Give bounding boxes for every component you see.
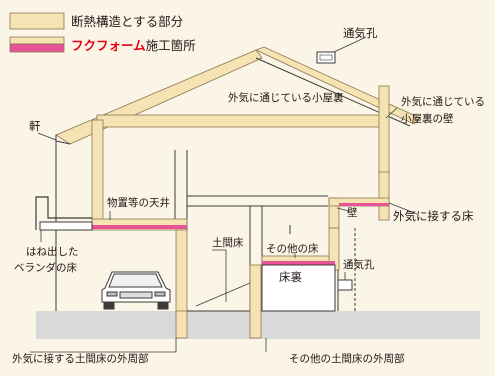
legend-brand-swatch-top xyxy=(9,36,65,45)
label-earth-perimeter-other: その他の土間床の外周部 xyxy=(289,352,405,365)
veranda xyxy=(35,196,93,231)
labels: 通気孔 軒 外気に通じている小屋裏 外気に通じている 小屋裏の壁 物置等の天井 … xyxy=(12,26,485,365)
legend-insulation-swatch xyxy=(9,12,65,30)
storage-ceiling-pink xyxy=(92,225,187,229)
right-upper-wall xyxy=(378,85,390,177)
right-lower-wall xyxy=(378,171,390,221)
label-attic-open: 外気に通じている小屋裏 xyxy=(228,91,344,104)
car-icon xyxy=(101,271,171,310)
eaves-trim xyxy=(55,135,71,145)
legend: 断熱構造とする部分 フクフォーム施工箇所 xyxy=(9,12,196,53)
legend-brand-suffix: 施工箇所 xyxy=(146,38,196,53)
leader-lines xyxy=(30,37,418,353)
label-veranda-line1: はね出した xyxy=(26,245,79,258)
legend-brand-label: フクフォーム施工箇所 xyxy=(71,38,196,53)
label-underfloor: 床裏 xyxy=(279,270,302,284)
label-earth-floor: 土間床 xyxy=(212,236,244,249)
label-wall: 壁 xyxy=(347,206,358,219)
legend-brand-swatch-pink xyxy=(9,43,65,53)
label-eaves: 軒 xyxy=(29,119,41,133)
label-vent-hole-top: 通気孔 xyxy=(343,26,378,40)
other-floor-pink xyxy=(262,261,335,265)
vent-small xyxy=(337,279,353,291)
foundation-mid xyxy=(249,264,262,339)
label-attic-wall-line1: 外気に通じている xyxy=(401,95,485,108)
left-lower-wall xyxy=(175,229,188,315)
label-other-floor: その他の床 xyxy=(266,242,319,255)
attic-ceiling xyxy=(96,114,388,128)
label-exposed-floor: 外気に接する床 xyxy=(393,209,474,223)
underfloor-box xyxy=(261,264,336,312)
fukufoam-areas xyxy=(92,203,389,265)
label-attic-wall-line2: 小屋裏の壁 xyxy=(401,112,454,125)
exposed-floor-pink xyxy=(339,203,389,206)
vent-top xyxy=(316,51,336,64)
label-storage-ceiling: 物置等の天井 xyxy=(107,196,170,209)
label-veranda-line2: ベランダの床 xyxy=(14,261,77,274)
legend-insulation-label: 断熱構造とする部分 xyxy=(71,14,183,29)
insulation-areas xyxy=(91,85,390,339)
left-upper-wall xyxy=(91,119,104,221)
label-earth-perimeter-exposed: 外気に接する土間床の外周部 xyxy=(12,352,149,365)
foundation-left xyxy=(175,310,188,339)
label-vent-hole-small: 通気孔 xyxy=(343,258,375,271)
legend-brand-name: フクフォーム xyxy=(71,38,146,53)
roof-right xyxy=(254,46,421,125)
